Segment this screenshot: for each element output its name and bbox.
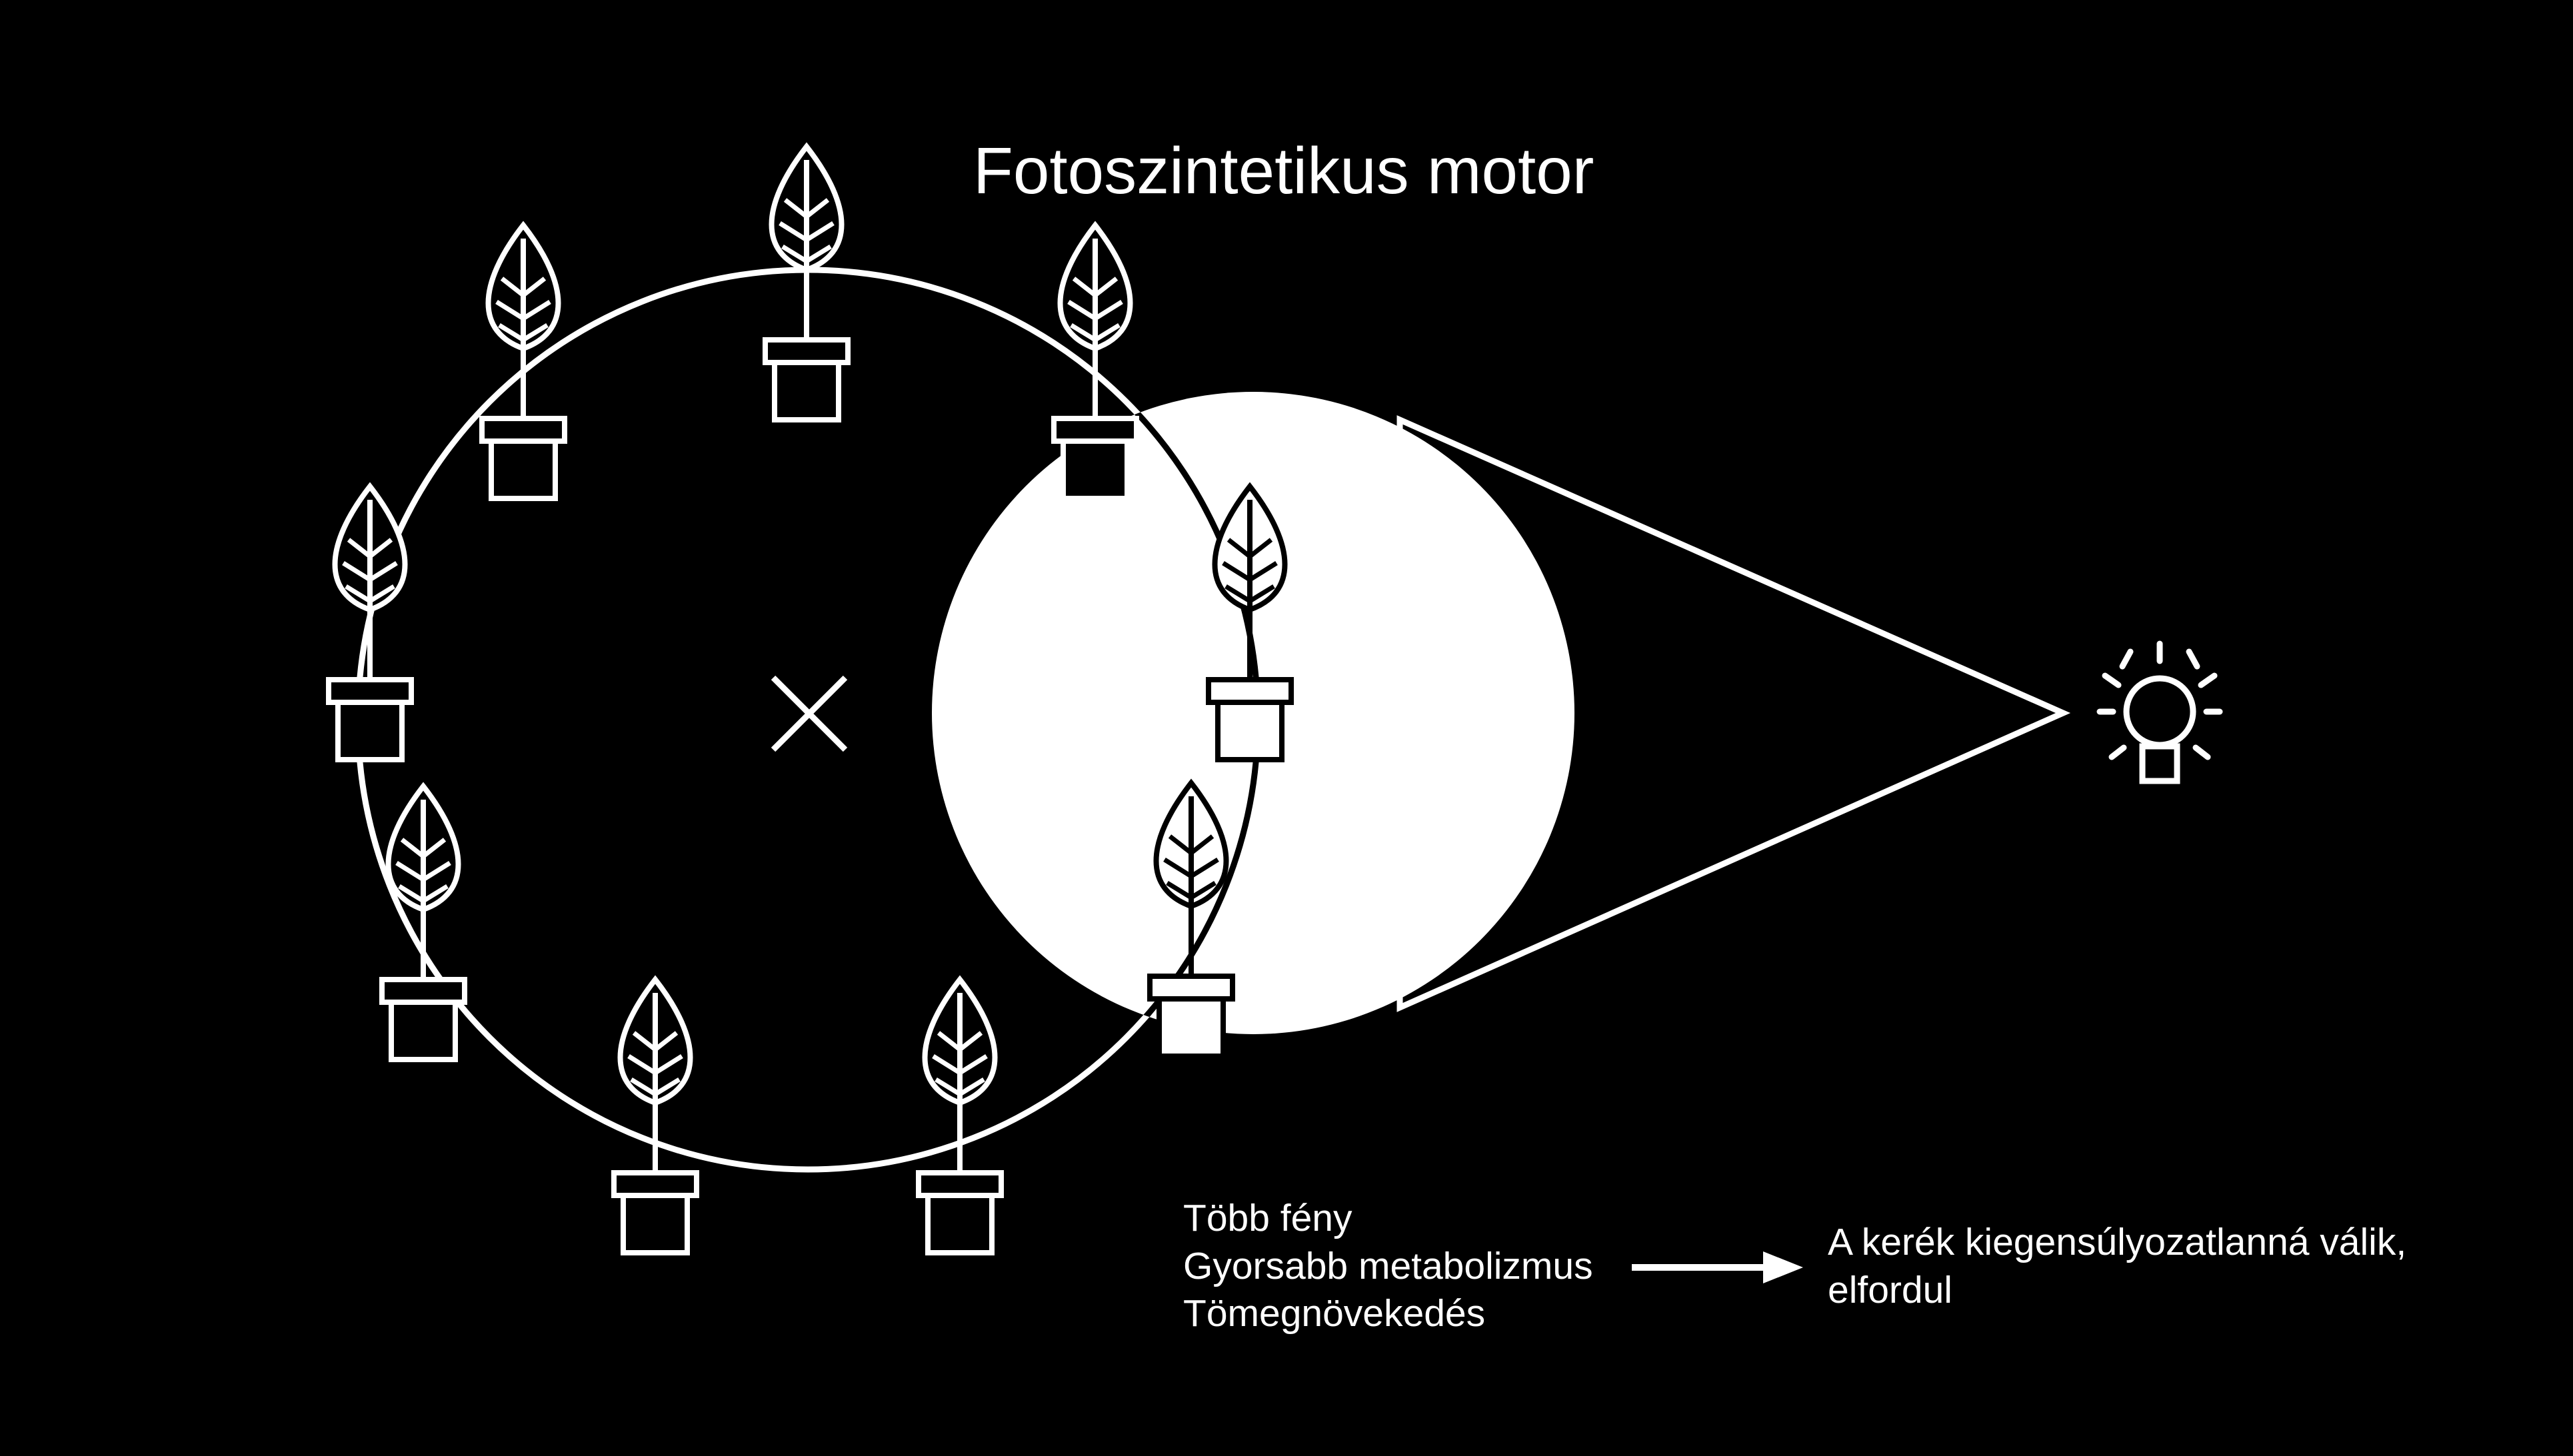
potted-plant-icon: [326, 482, 414, 762]
effect-mass-growth: Tömegnövekedés: [1183, 1292, 1486, 1335]
light-bulb-icon: [2096, 640, 2223, 784]
potted-plant-icon: [1206, 482, 1294, 762]
effect-more-light: Több fény: [1183, 1197, 1352, 1239]
effect-faster-metabolism: Gyorsabb metabolizmus: [1183, 1245, 1593, 1287]
result-text: A kerék kiegensúlyozatlanná válik, elfor…: [1828, 1221, 2407, 1311]
plant-group: [326, 142, 1294, 1255]
potted-plant-icon: [916, 975, 1004, 1255]
right-arrow-icon: [1632, 1251, 1803, 1283]
potted-plant-icon: [1147, 778, 1235, 1059]
potted-plant-icon: [763, 142, 851, 422]
diagram-title: Fotoszintetikus motor: [973, 134, 1594, 207]
potted-plant-icon: [379, 782, 467, 1062]
potted-plant-icon: [611, 975, 699, 1255]
x-mark-icon: [771, 675, 848, 752]
potted-plant-icon: [479, 221, 567, 501]
potted-plant-icon: [1051, 221, 1139, 501]
